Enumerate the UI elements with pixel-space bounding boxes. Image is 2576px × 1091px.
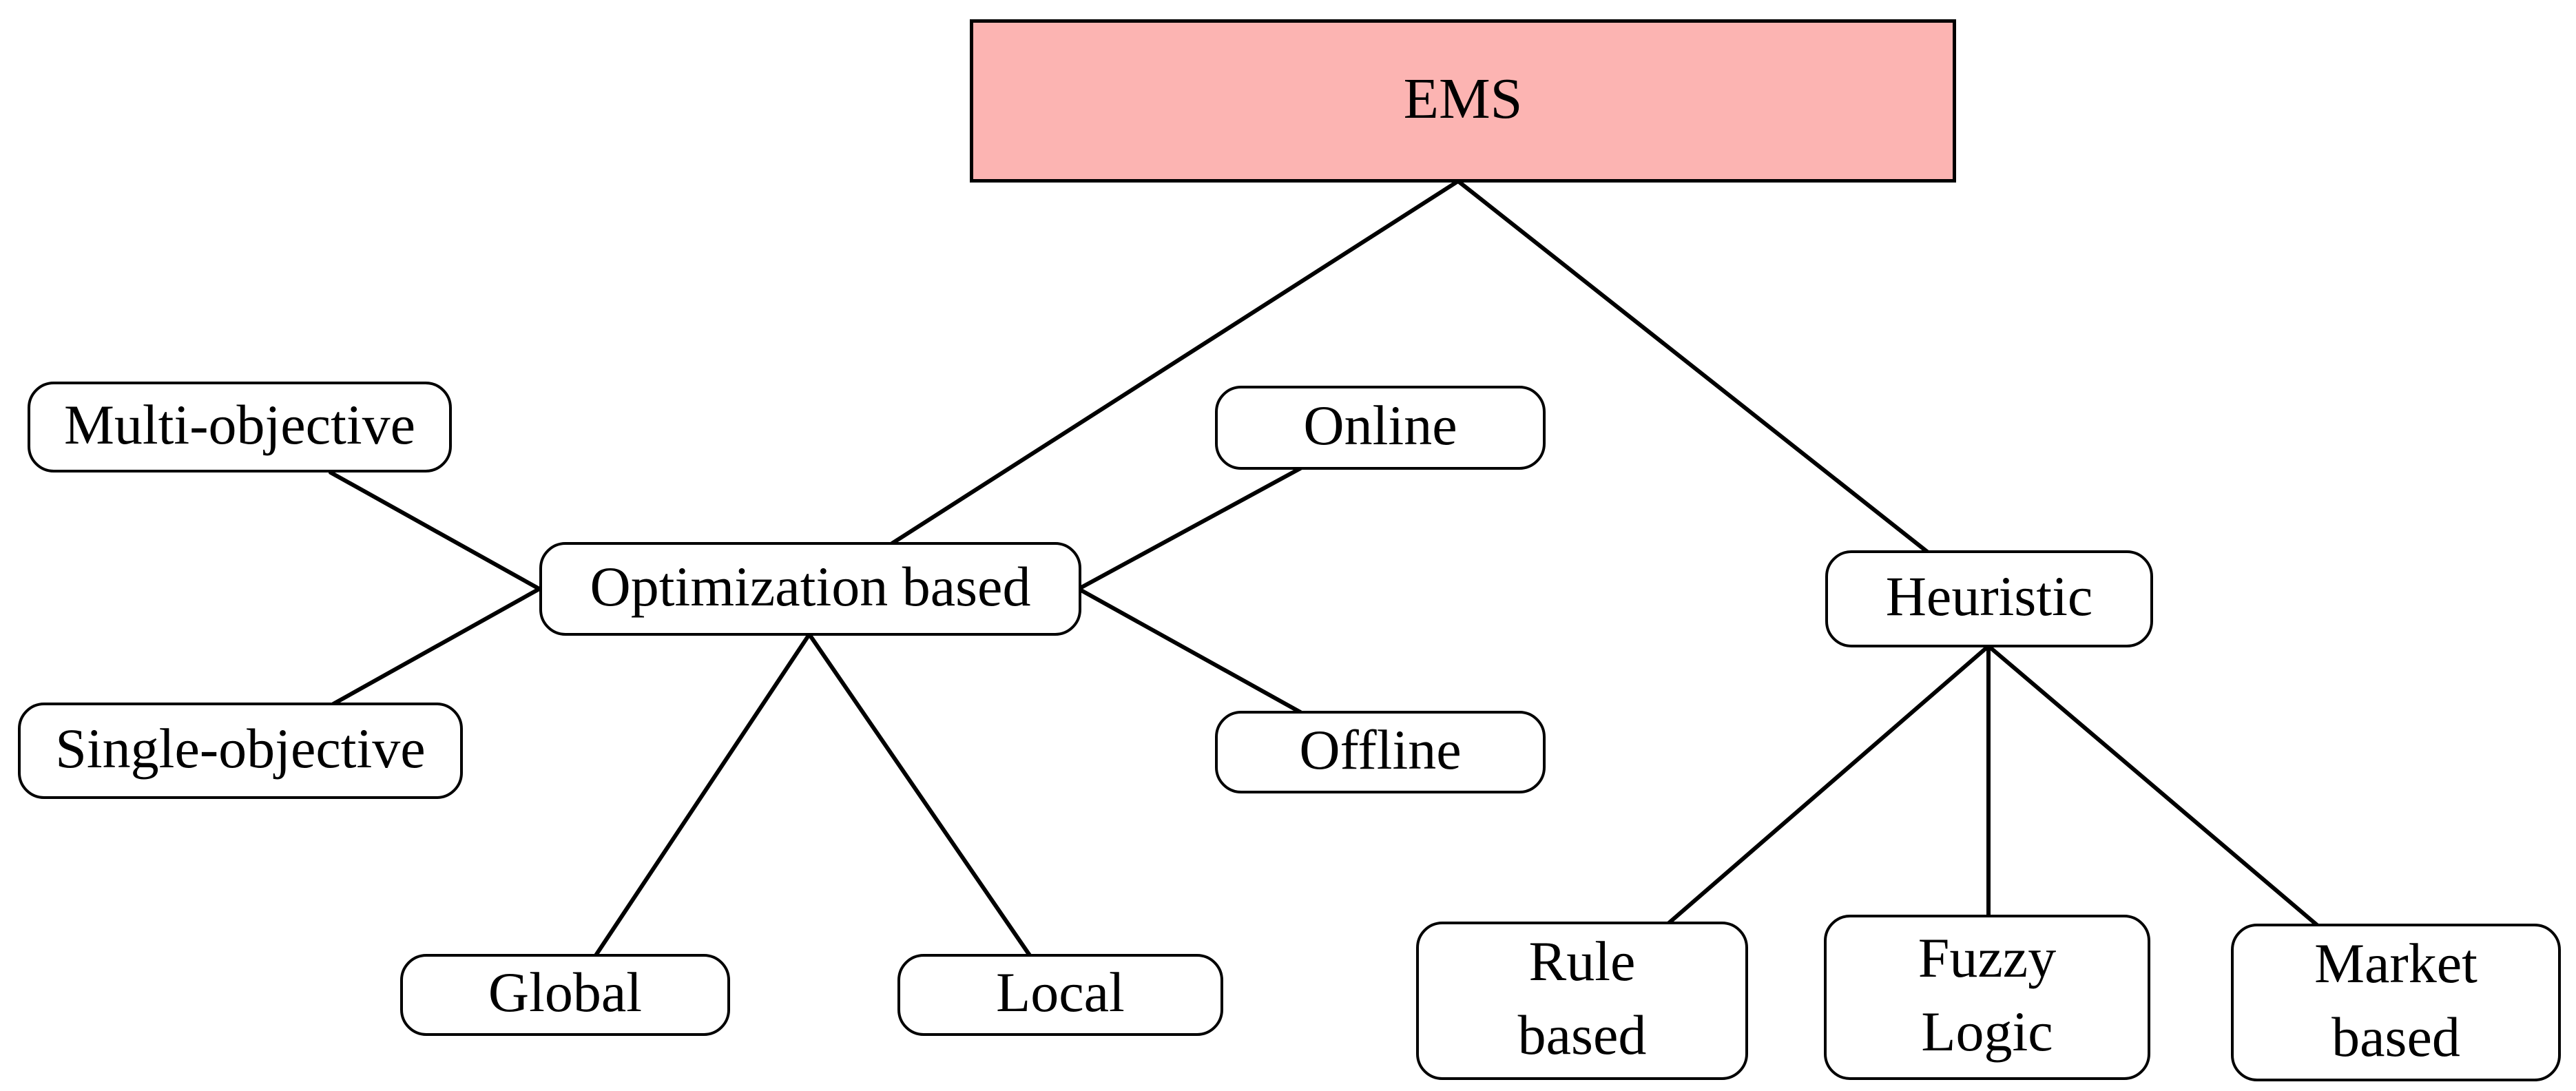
node-multi-objective: Multi-objective xyxy=(28,382,452,472)
edge-multi-objective-optimization xyxy=(329,470,541,591)
node-online-label: Online xyxy=(1303,393,1457,457)
edge-offline-optimization xyxy=(1077,587,1302,714)
node-ems: EMS xyxy=(970,19,1956,183)
edge-ems-optimization xyxy=(890,179,1460,546)
node-heuristic: Heuristic xyxy=(1825,550,2153,647)
edge-optimization-local xyxy=(807,632,1032,957)
node-single-objective-label: Single-objective xyxy=(55,716,426,780)
edge-heuristic-market-based xyxy=(1986,644,2319,927)
node-rule-based: Rule based xyxy=(1416,922,1748,1080)
node-heuristic-label: Heuristic xyxy=(1885,565,2093,628)
node-global: Global xyxy=(400,954,730,1036)
node-optimization-based-label: Optimization based xyxy=(590,554,1031,618)
node-ems-label: EMS xyxy=(1403,66,1523,131)
node-offline: Offline xyxy=(1215,711,1546,793)
node-rule-based-label: Rule based xyxy=(1517,930,1647,1066)
edge-ems-heuristic xyxy=(1456,179,1929,554)
node-local: Local xyxy=(897,954,1223,1036)
node-market-based-label: Market based xyxy=(2314,931,2478,1068)
node-global-label: Global xyxy=(488,961,643,1024)
node-local-label: Local xyxy=(996,961,1125,1024)
edge-heuristic-rule-based xyxy=(1667,644,1991,925)
node-single-objective: Single-objective xyxy=(18,703,463,799)
node-multi-objective-label: Multi-objective xyxy=(63,393,416,456)
node-online: Online xyxy=(1215,386,1546,470)
edge-online-optimization xyxy=(1077,466,1302,591)
node-optimization-based: Optimization based xyxy=(539,542,1081,636)
node-fuzzy-logic-label: Fuzzy Logic xyxy=(1918,926,2057,1063)
node-fuzzy-logic: Fuzzy Logic xyxy=(1824,915,2150,1080)
edge-optimization-global xyxy=(594,632,811,957)
node-market-based: Market based xyxy=(2231,924,2561,1081)
node-offline-label: Offline xyxy=(1299,718,1462,781)
edge-single-objective-optimization xyxy=(331,587,541,706)
